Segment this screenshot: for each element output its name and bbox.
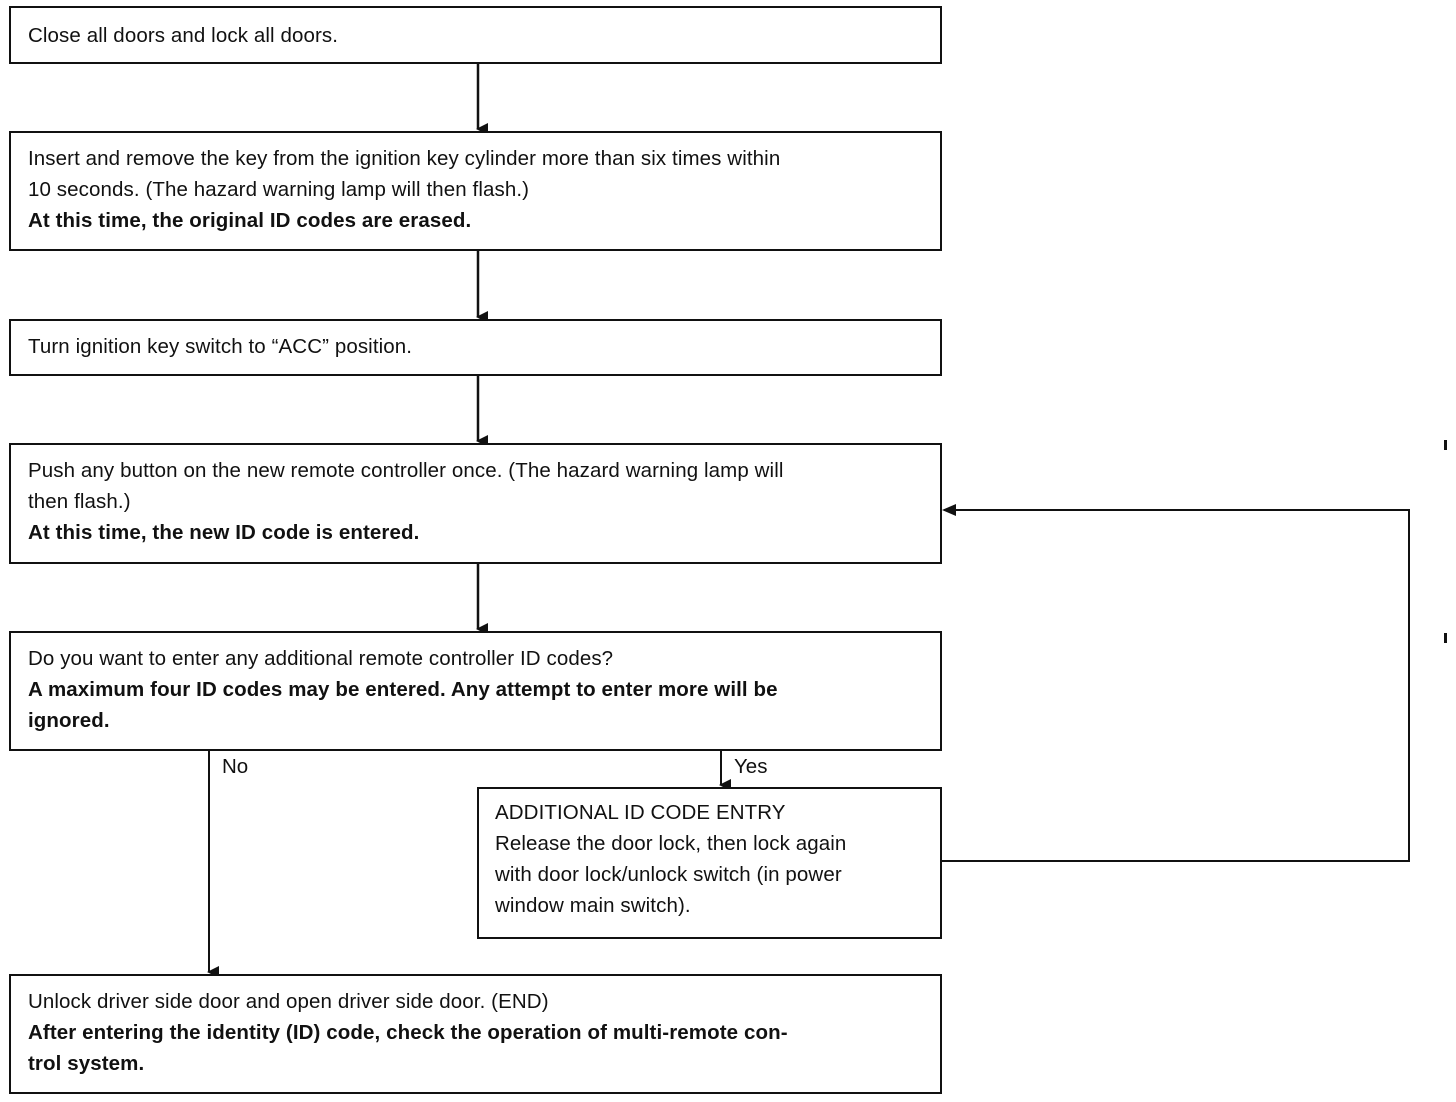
step-text: Close all doors and lock all doors. xyxy=(28,24,339,47)
step-text: Unlock driver side door and open driver … xyxy=(28,990,549,1013)
step-note: ignored. xyxy=(28,709,110,732)
decision-additional-codes: Do you want to enter any additional remo… xyxy=(9,631,942,751)
step-additional-id-entry: ADDITIONAL ID CODE ENTRY Release the doo… xyxy=(477,787,942,939)
step-heading: ADDITIONAL ID CODE ENTRY xyxy=(495,801,786,824)
step-insert-remove-key: Insert and remove the key from the ignit… xyxy=(9,131,942,251)
scan-edge-mark xyxy=(1444,633,1447,643)
step-close-lock-doors: Close all doors and lock all doors. xyxy=(9,6,942,64)
step-text: then flash.) xyxy=(28,490,131,513)
step-note: A maximum four ID codes may be entered. … xyxy=(28,678,778,701)
step-text: Release the door lock, then lock again xyxy=(495,832,847,855)
step-text: window main switch). xyxy=(495,894,691,917)
branch-label-yes: Yes xyxy=(734,755,768,778)
step-push-remote-button: Push any button on the new remote contro… xyxy=(9,443,942,564)
step-text: 10 seconds. (The hazard warning lamp wil… xyxy=(28,178,530,201)
step-unlock-end: Unlock driver side door and open driver … xyxy=(9,974,942,1094)
step-note: trol system. xyxy=(28,1052,145,1075)
step-text: Insert and remove the key from the ignit… xyxy=(28,147,781,170)
step-text: Turn ignition key switch to “ACC” positi… xyxy=(28,335,413,358)
scan-edge-mark xyxy=(1444,440,1447,450)
branch-label-no: No xyxy=(222,755,249,778)
step-note: At this time, the original ID codes are … xyxy=(28,209,472,232)
step-note: At this time, the new ID code is entered… xyxy=(28,521,420,544)
arrow-loop-back xyxy=(942,504,1410,862)
step-text: with door lock/unlock switch (in power xyxy=(495,863,842,886)
step-text: Push any button on the new remote contro… xyxy=(28,459,784,482)
step-note: After entering the identity (ID) code, c… xyxy=(28,1021,788,1044)
step-ignition-acc: Turn ignition key switch to “ACC” positi… xyxy=(9,319,942,376)
step-text: Do you want to enter any additional remo… xyxy=(28,647,614,670)
